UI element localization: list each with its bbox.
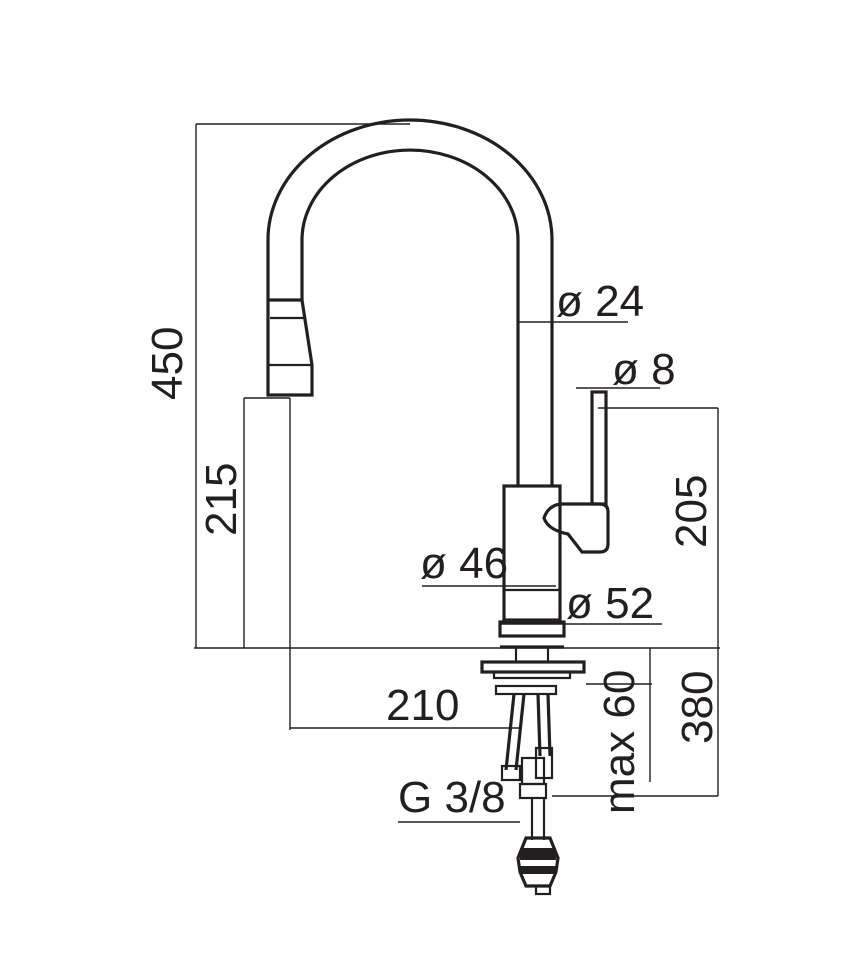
dim-handle-height: 205 (667, 475, 716, 548)
dim-spout-height: 215 (197, 463, 246, 536)
mounting-assembly (480, 647, 586, 896)
dimension-lines (194, 123, 720, 823)
dim-connection-thread: G 3/8 (398, 773, 506, 822)
dim-max-deck-thickness: max 60 (595, 670, 644, 814)
dim-hose-diameter: ø 24 (556, 277, 644, 326)
dim-handle-diameter: ø 8 (612, 345, 676, 394)
dim-base-diameter: ø 52 (566, 579, 654, 628)
faucet-outline (266, 118, 610, 649)
dim-reach: 210 (386, 681, 459, 730)
dim-total-height: 450 (143, 327, 192, 400)
dim-body-diameter: ø 46 (420, 539, 508, 588)
dim-hose-length: 380 (673, 671, 722, 744)
